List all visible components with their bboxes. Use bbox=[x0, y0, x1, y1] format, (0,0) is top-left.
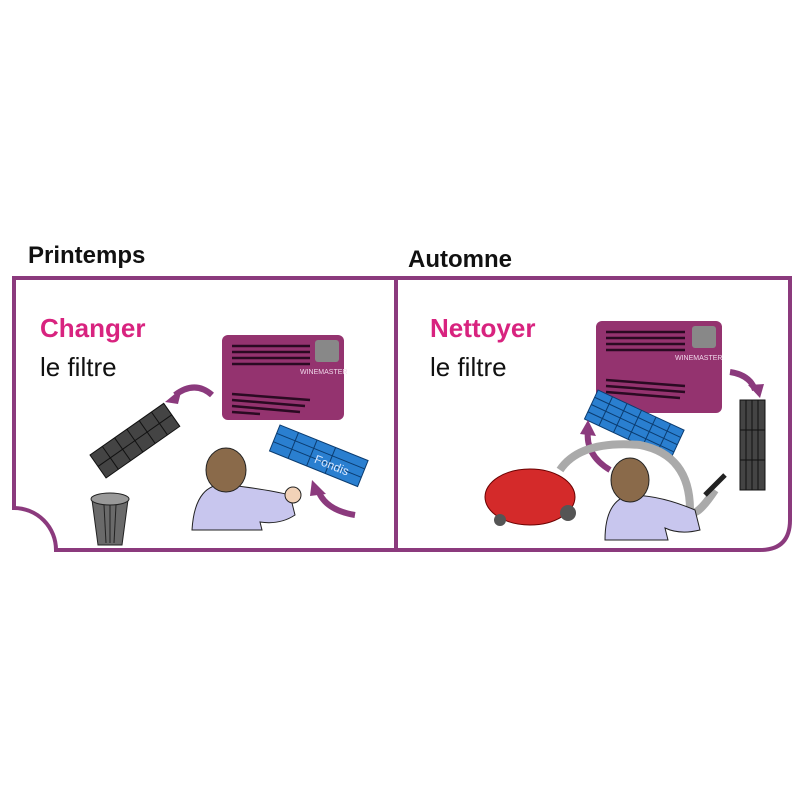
action-change: Changer bbox=[40, 313, 146, 343]
wine-cooler-unit-right: WINEMASTER bbox=[596, 321, 722, 413]
object-label: le filtre bbox=[430, 352, 507, 382]
filter-being-cleaned bbox=[583, 389, 685, 460]
vacuum-nozzle bbox=[703, 473, 727, 497]
frame bbox=[12, 276, 792, 552]
season-label-autumn: Automne bbox=[408, 246, 512, 273]
trash-can-icon bbox=[90, 492, 130, 546]
season-label-spring: Printemps bbox=[28, 242, 146, 269]
arrowhead-icon bbox=[580, 420, 596, 436]
arrowhead-icon bbox=[310, 480, 326, 496]
wine-cooler-unit-left: WINEMASTER bbox=[222, 335, 347, 420]
old-filter bbox=[89, 402, 181, 479]
vacuum-cleaner-icon bbox=[484, 468, 576, 526]
arrowhead-icon bbox=[165, 388, 182, 404]
person-icon bbox=[604, 457, 701, 541]
vacuum-hose bbox=[556, 440, 719, 517]
dark-filter-right bbox=[739, 399, 766, 491]
object-label: le filtre bbox=[40, 352, 117, 382]
brand-label: WINEMASTER bbox=[300, 369, 347, 376]
new-filter: Fondis bbox=[268, 424, 369, 488]
brand-label: WINEMASTER bbox=[675, 355, 722, 362]
arrowhead-icon bbox=[748, 384, 764, 398]
person-icon bbox=[191, 447, 302, 531]
action-clean: Nettoyer bbox=[430, 313, 536, 343]
